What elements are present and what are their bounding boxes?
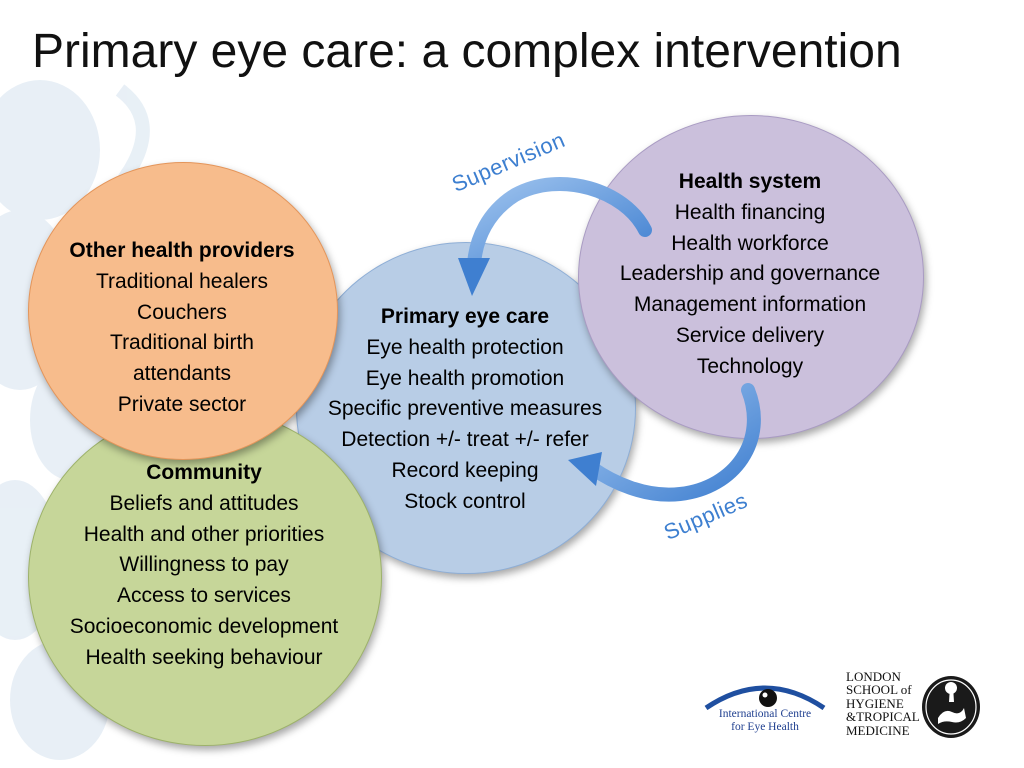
list-item: Specific preventive measures — [327, 397, 603, 421]
list-item: Detection +/- treat +/- refer — [341, 428, 589, 452]
primary-eye-care-text: Primary eye care Eye health protection E… — [296, 302, 634, 518]
health-system-text: Health system Health financing Health wo… — [578, 167, 922, 383]
list-item: Eye health promotion — [365, 366, 565, 390]
list-item: Access to services — [117, 584, 291, 608]
lshtm-line-5: MEDICINE — [846, 722, 910, 738]
supplies-arrow — [568, 383, 761, 502]
other-health-providers-heading: Other health providers — [69, 239, 295, 262]
primary-eye-care-heading: Primary eye care — [380, 305, 550, 328]
list-item: Stock control — [404, 489, 526, 513]
list-item: Couchers — [137, 300, 227, 324]
list-item: attendants — [132, 362, 232, 386]
list-item: Health and other priorities — [83, 522, 325, 546]
other-health-providers-text: Other health providers Traditional heale… — [28, 236, 336, 421]
list-item: Health financing — [674, 200, 826, 224]
list-item: Private sector — [117, 392, 247, 416]
list-item: Eye health protection — [366, 335, 564, 359]
health-system-heading: Health system — [678, 170, 822, 193]
lshtm-line-3: HYGIENE — [846, 695, 904, 711]
lshtm-line-1: LONDON — [846, 669, 901, 684]
community-heading: Community — [146, 461, 262, 484]
list-item: Technology — [696, 354, 804, 378]
slide-title: Primary eye care: a complex intervention — [32, 25, 902, 78]
list-item: Health workforce — [671, 231, 829, 255]
list-item: Socioeconomic development — [69, 614, 339, 638]
list-item: Record keeping — [391, 458, 539, 482]
supervision-arrow — [458, 176, 652, 296]
list-item: Management information — [633, 293, 867, 317]
list-item: Traditional birth — [110, 331, 254, 355]
lshtm-line-4: &TROPICAL — [846, 709, 920, 725]
list-item: Willingness to pay — [119, 553, 289, 577]
community-circle — [28, 408, 382, 746]
iceh-line-2: for Eye Health — [731, 721, 799, 733]
lshtm-crest-icon — [922, 676, 980, 738]
other-health-providers-circle — [28, 162, 338, 460]
lshtm-logo-text: LONDON SCHOOL of HYGIENE &TROPICAL MEDIC… — [846, 669, 920, 738]
iceh-line-1: International Centre — [718, 708, 812, 720]
list-item: Service delivery — [675, 323, 825, 347]
list-item: Leadership and governance — [619, 262, 881, 286]
list-item: Health seeking behaviour — [85, 645, 323, 669]
community-text: Community Beliefs and attitudes Health a… — [28, 458, 380, 674]
lshtm-line-2: SCHOOL of — [846, 682, 912, 698]
list-item: Traditional healers — [96, 269, 268, 293]
eye-icon — [704, 685, 826, 711]
list-item: Beliefs and attitudes — [109, 491, 299, 515]
iceh-logo: International Centre for Eye Health — [704, 676, 826, 740]
